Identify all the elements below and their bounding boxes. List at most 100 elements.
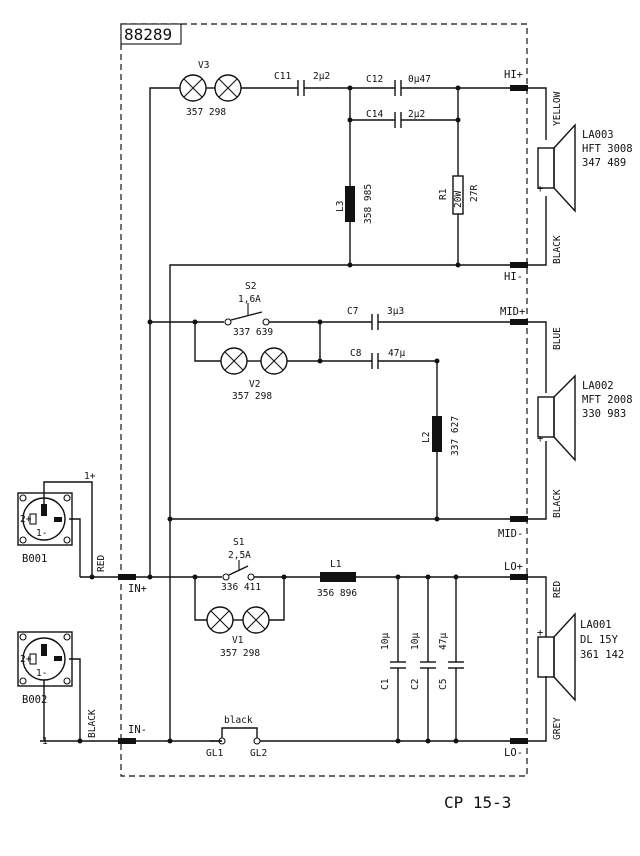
mid-minus-terminal [510, 516, 528, 522]
positive-bus [136, 87, 222, 580]
c14-value: 2µ2 [408, 109, 425, 120]
switch-s1: S1 2,5A 336 411 [221, 537, 261, 593]
s1-ref: S1 [233, 537, 245, 548]
speaker-tweeter: + LA003 HFT 3008 347 489 [537, 123, 633, 213]
mid-plus-terminal [510, 319, 528, 325]
inductor-l3: L3 358 985 [335, 184, 374, 224]
socket-b001: 2+ 1- B001 [17, 492, 73, 565]
lo-minus-wire-label: GREY [552, 717, 563, 740]
hi-minus-terminal [510, 262, 528, 268]
l1-part: 356 896 [317, 588, 357, 599]
lo-plus-label: LO+ [504, 561, 523, 573]
input-black-label: BLACK [87, 709, 98, 738]
c12-value: 0µ47 [408, 74, 431, 85]
lamp-v1: V1 357 298 [206, 606, 270, 659]
mid-minus-wire-label: BLACK [552, 489, 563, 518]
r1-rating: 20W [453, 191, 464, 208]
lo-minus-label: LO- [504, 747, 523, 759]
ground-bus [136, 264, 510, 744]
c8-ref: C8 [350, 348, 362, 359]
woofer-model: DL 15Y [580, 634, 619, 646]
in-minus-terminal [118, 738, 136, 744]
speaker-mid: + LA002 MFT 2008 330 983 [537, 374, 633, 462]
socket-b002: 2+ 1- B002 [17, 631, 73, 706]
capacitor-c2: 10µ C2 [410, 577, 436, 741]
socket-b002-label: B002 [22, 694, 47, 706]
svg-text:1-: 1- [36, 528, 47, 539]
v2-part: 357 298 [232, 391, 272, 402]
tweeter-model: HFT 3008 [582, 143, 633, 155]
r1-value: 27R [469, 185, 480, 202]
in-plus-terminal [118, 574, 136, 580]
jumper-label: black [224, 715, 253, 726]
mid-plus-wire-label: BLUE [552, 327, 563, 350]
c8-value: 47µ [388, 348, 405, 359]
socket-b001-label: B001 [22, 553, 47, 565]
capacitor-c14: C14 2µ2 [366, 109, 425, 128]
lamp-v3: V3 357 298 [179, 60, 242, 118]
c1-ref: C1 [380, 678, 391, 690]
woofer-part: 361 142 [580, 649, 624, 661]
v1-ref: V1 [232, 635, 244, 646]
speaker-woofer: + LA001 DL 15Y 361 142 [537, 612, 624, 702]
capacitor-c8: C8 47µ [350, 348, 405, 369]
board-outline: 88289 [120, 23, 528, 777]
socket-wiring: 1+ 1- RED BLACK [40, 471, 118, 747]
tweeter-part: 347 489 [582, 157, 626, 169]
capacitor-c11: C11 2µ2 [274, 71, 330, 96]
c2-ref: C2 [410, 679, 421, 690]
woofer-plus: + [537, 627, 543, 639]
c5-ref: C5 [438, 679, 449, 690]
tweeter-plus: + [537, 183, 543, 195]
one-minus-label: 1- [42, 736, 53, 747]
mid-minus-label: MID- [498, 528, 523, 540]
capacitor-c5: 47µ C5 [438, 577, 464, 741]
mid-id: LA002 [582, 380, 614, 392]
model-label: CP 15-3 [444, 793, 511, 812]
mid-part: 330 983 [582, 408, 626, 420]
l3-part: 358 985 [363, 184, 374, 224]
input-red-label: RED [96, 555, 107, 572]
r1-ref: R1 [438, 188, 449, 200]
ground-jumper: black GL1 GL2 [206, 715, 510, 759]
resistor-r1: 20W R1 27R [438, 175, 480, 215]
svg-text:2+: 2+ [20, 514, 32, 525]
mid-plus-label: MID+ [500, 306, 525, 318]
c12-ref: C12 [366, 74, 383, 85]
lo-minus-terminal [510, 738, 528, 744]
c11-ref: C11 [274, 71, 291, 82]
v3-ref: V3 [198, 60, 209, 71]
inductor-l1: L1 356 896 [317, 559, 357, 599]
tweeter-id: LA003 [582, 129, 614, 141]
c1-value: 10µ [380, 633, 391, 650]
mid-plus: + [537, 433, 543, 445]
l2-ref: L2 [421, 432, 432, 443]
c7-value: 3µ3 [387, 306, 404, 317]
c14-ref: C14 [366, 109, 383, 120]
v1-part: 357 298 [220, 648, 260, 659]
capacitor-c12: C12 0µ47 [366, 74, 431, 96]
board-id-label: 88289 [124, 25, 172, 44]
lo-plus-terminal [510, 574, 528, 580]
lo-plus-wire-label: RED [552, 581, 563, 598]
woofer-id: LA001 [580, 619, 612, 631]
c11-value: 2µ2 [313, 71, 330, 82]
l1-ref: L1 [330, 559, 342, 570]
switch-s2: S2 1,6A 337 639 [224, 281, 273, 338]
capacitor-c1: 10µ C1 [380, 577, 406, 741]
mid-model: MFT 2008 [582, 394, 633, 406]
v3-part: 357 298 [186, 107, 226, 118]
svg-text:1-: 1- [36, 668, 47, 679]
s2-rating: 1,6A [238, 294, 261, 305]
one-plus-label: 1+ [84, 471, 96, 482]
hi-plus-terminal [510, 85, 528, 91]
c7-ref: C7 [347, 306, 358, 317]
v2-ref: V2 [249, 379, 260, 390]
l3-ref: L3 [335, 201, 346, 212]
s2-ref: S2 [245, 281, 256, 292]
s1-rating: 2,5A [228, 550, 251, 561]
hi-plus-wire-label: YELLOW [552, 91, 563, 126]
s2-part: 337 639 [233, 327, 273, 338]
l2-part: 337 627 [450, 416, 461, 456]
